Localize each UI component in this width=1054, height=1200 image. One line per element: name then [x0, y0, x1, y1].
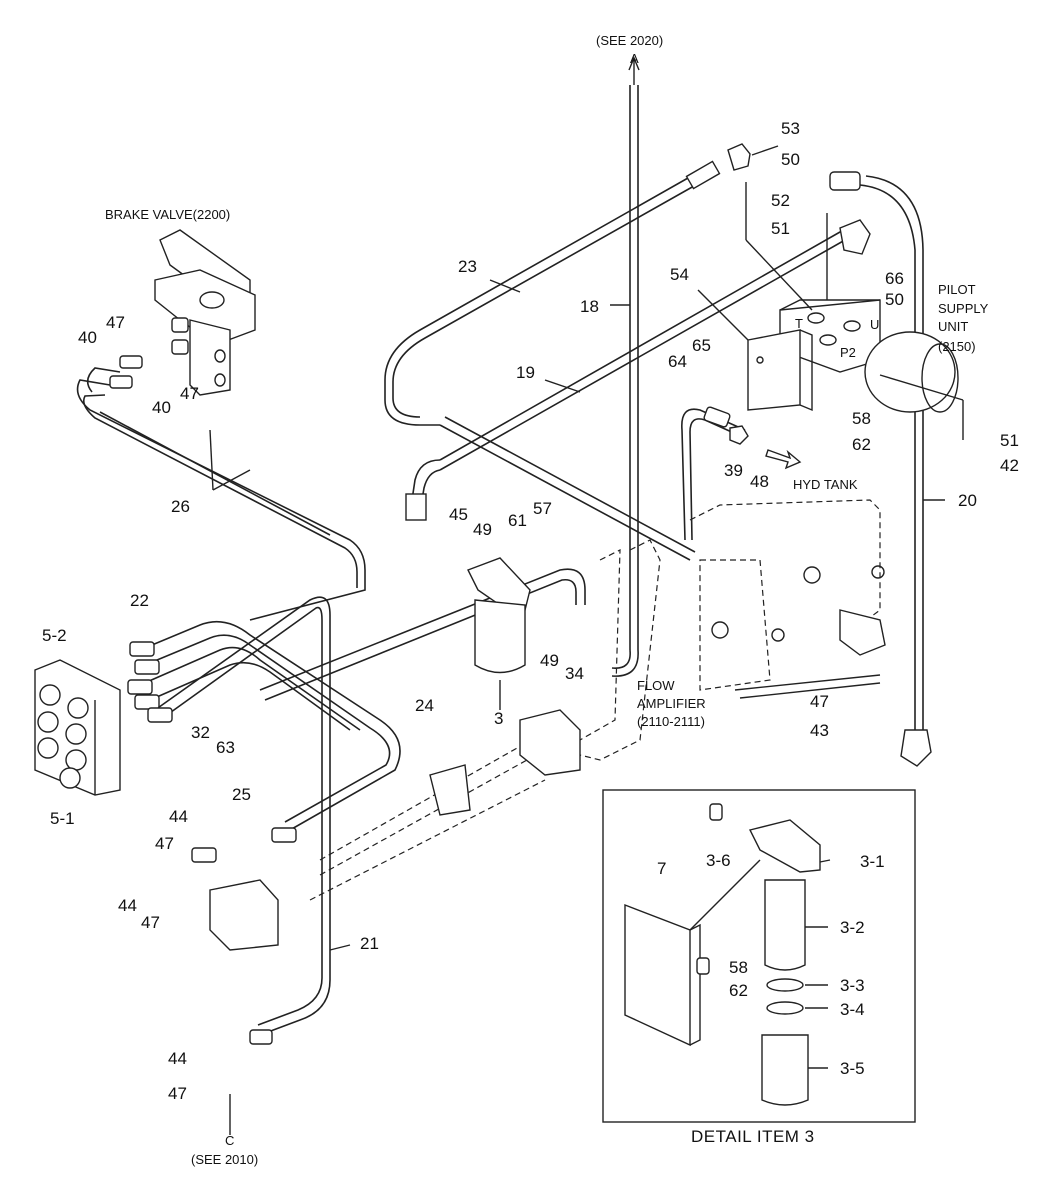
part-51-upper: 51: [771, 219, 790, 238]
part-62-upper: 62: [852, 435, 871, 454]
port-p2-label: P2: [840, 345, 856, 360]
part-54: 54: [670, 265, 689, 284]
part-48: 48: [750, 472, 769, 491]
part-20: 20: [958, 491, 977, 510]
valve-block-5: [34, 659, 121, 796]
part-49-lower: 49: [540, 651, 559, 670]
part-47-brake-lower: 47: [180, 384, 199, 403]
unit-label: UNIT: [938, 319, 969, 334]
flow-label: FLOW: [637, 678, 675, 693]
pipe-19: [405, 219, 871, 521]
pipes-26: [76, 355, 366, 621]
part-3-5: 3-5: [840, 1059, 865, 1078]
part-47-right: 47: [810, 692, 829, 711]
part-64: 64: [668, 352, 687, 371]
part-3-2: 3-2: [840, 918, 865, 937]
part-3-4: 3-4: [840, 1000, 865, 1019]
part-5-2: 5-2: [42, 626, 67, 645]
supply-label: SUPPLY: [938, 301, 989, 316]
pipe-to-filter: [259, 568, 586, 701]
part-63: 63: [216, 738, 235, 757]
part-32: 32: [191, 723, 210, 742]
part-44-mid: 44: [118, 896, 137, 915]
detail-item-3-box: [602, 789, 916, 1123]
flow-amplifier: [209, 539, 661, 951]
part-3: 3: [494, 709, 504, 728]
flow-ref-label: (2110-2111): [637, 714, 705, 729]
pipes-22-24-25: [127, 596, 401, 1045]
part-19: 19: [516, 363, 535, 382]
filter-3: [467, 557, 531, 700]
part-26: 26: [171, 497, 190, 516]
a-label: A: [630, 51, 639, 66]
pipe-18: [611, 56, 640, 677]
c-label: C: [225, 1133, 235, 1148]
part-7: 7: [657, 859, 667, 878]
pipe-20: [829, 171, 932, 767]
part-53: 53: [781, 119, 800, 138]
part-57: 57: [533, 499, 552, 518]
hyd-tank-label: HYD TANK: [793, 477, 858, 492]
port-t-label: T: [795, 316, 803, 331]
hyd-tank-pump: [689, 499, 886, 699]
part-45: 45: [449, 505, 468, 524]
pilot-supply-block: [779, 299, 959, 413]
part-39: 39: [724, 461, 743, 480]
amplifier-label: AMPLIFIER: [637, 696, 706, 711]
part-3-1: 3-1: [860, 852, 885, 871]
pipe-23: [384, 143, 751, 561]
part-58-upper: 58: [852, 409, 871, 428]
detail-item-3-title: DETAIL ITEM 3: [691, 1127, 815, 1146]
leader-lines: [209, 145, 964, 1135]
part-47-mid-upper: 47: [155, 834, 174, 853]
part-3-6: 3-6: [706, 851, 731, 870]
part-44-lower: 44: [168, 1049, 187, 1068]
part-24: 24: [415, 696, 434, 715]
part-18: 18: [580, 297, 599, 316]
part-23: 23: [458, 257, 477, 276]
part-22: 22: [130, 591, 149, 610]
part-25: 25: [232, 785, 251, 804]
part-44-upper: 44: [169, 807, 188, 826]
part-61: 61: [508, 511, 527, 530]
brake-valve: [154, 229, 256, 396]
part-49-upper: 49: [473, 520, 492, 539]
part-47-lower: 47: [168, 1084, 187, 1103]
part-34: 34: [565, 664, 584, 683]
bracket-54: [747, 329, 813, 412]
part-40-upper: 40: [78, 328, 97, 347]
part-50-lower: 50: [885, 290, 904, 309]
pipe-39: [681, 406, 802, 541]
pilot-label: PILOT: [938, 282, 976, 297]
part-47-brake-upper: 47: [106, 313, 125, 332]
part-42: 42: [1000, 456, 1019, 475]
part-40-lower: 40: [152, 398, 171, 417]
part-66: 66: [885, 269, 904, 288]
part-58-detail: 58: [729, 958, 748, 977]
part-3-3: 3-3: [840, 976, 865, 995]
part-21: 21: [360, 934, 379, 953]
part-51-lower: 51: [1000, 431, 1019, 450]
part-62-detail: 62: [729, 981, 748, 1000]
unit-ref-label: (2150): [938, 339, 976, 354]
brake-valve-label: BRAKE VALVE(2200): [105, 207, 231, 222]
part-65: 65: [692, 336, 711, 355]
part-52: 52: [771, 191, 790, 210]
see-2010-label: (SEE 2010): [191, 1152, 259, 1167]
part-5-1: 5-1: [50, 809, 75, 828]
part-43: 43: [810, 721, 829, 740]
port-u-label: U: [870, 317, 880, 332]
part-47-mid-lower: 47: [141, 913, 160, 932]
see-2020-label: (SEE 2020): [596, 33, 664, 48]
part-50-upper: 50: [781, 150, 800, 169]
